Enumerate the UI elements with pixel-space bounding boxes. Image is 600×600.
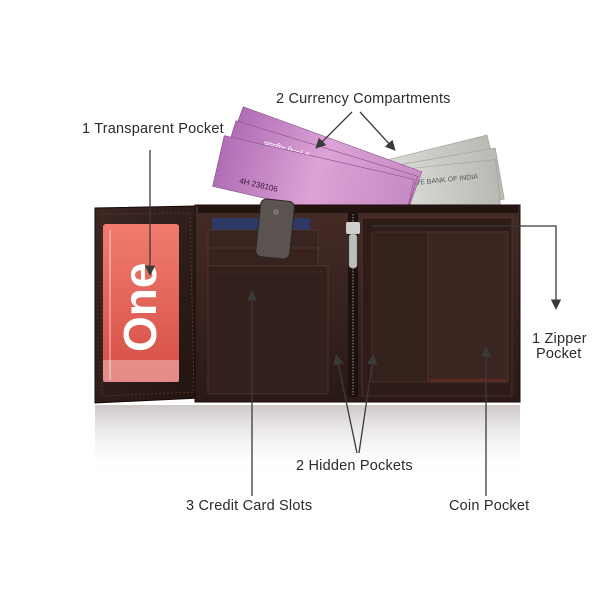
zipper	[346, 212, 360, 397]
label-zipper-line1: 1 Zipper	[532, 331, 587, 347]
transparent-pocket: One	[103, 224, 179, 382]
right-panel	[361, 217, 513, 397]
label-transparent-pocket: 1 Transparent Pocket	[82, 121, 224, 137]
label-coin-pocket: Coin Pocket	[449, 498, 530, 514]
card-brand-text: One	[114, 263, 166, 352]
label-zipper-line2: Pocket	[536, 346, 582, 362]
label-currency-compartments: 2 Currency Compartments	[276, 91, 451, 107]
label-zipper-pocket: 1 Zipper Pocket	[532, 332, 594, 362]
label-credit-card-slots: 3 Credit Card Slots	[186, 498, 313, 514]
annotation-arrows	[144, 111, 562, 496]
snap-strap	[255, 198, 295, 260]
wallet-reflection	[95, 405, 520, 475]
label-hidden-pockets: 2 Hidden Pockets	[296, 458, 413, 474]
